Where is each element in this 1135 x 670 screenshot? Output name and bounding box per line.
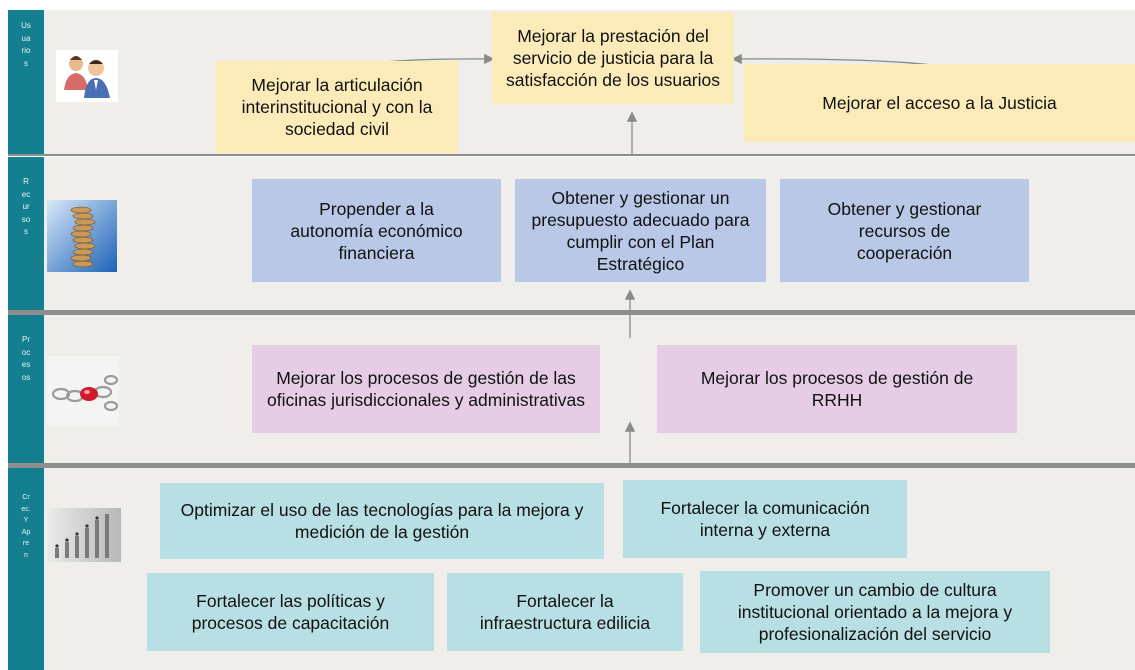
- users-icon: [56, 50, 118, 102]
- objective-crecimiento-1: Optimizar el uso de las tecnologías para…: [160, 483, 604, 559]
- objective-procesos-1: Mejorar los procesos de gestión de las o…: [252, 345, 600, 433]
- sidebar-usuarios: [8, 10, 44, 154]
- sidebar-crecimiento: [8, 468, 44, 670]
- growth-chart-icon: [47, 508, 121, 562]
- perspective-label-procesos: Procesos: [21, 335, 31, 382]
- separator-2: [8, 310, 1135, 315]
- sidebar-procesos: [8, 315, 44, 463]
- gears-icon: [47, 356, 119, 426]
- objective-crecimiento-4: Fortalecer la infraestructura edilicia: [447, 573, 683, 651]
- objective-recursos-2: Obtener y gestionar un presupuesto adecu…: [515, 179, 766, 282]
- objective-usuarios-right: Mejorar el acceso a la Justicia: [744, 64, 1135, 142]
- perspective-label-usuarios: Usuarios: [21, 21, 31, 68]
- objective-recursos-1: Propender a la autonomía económico finan…: [252, 179, 501, 282]
- coin-stack-icon: [47, 200, 117, 272]
- objective-crecimiento-3: Fortalecer las políticas y procesos de c…: [147, 573, 434, 651]
- separator-1: [8, 154, 1135, 156]
- objective-recursos-3: Obtener y gestionar recursos de cooperac…: [780, 179, 1029, 282]
- objective-crecimiento-2: Fortalecer la comunicación interna y ext…: [623, 480, 907, 558]
- sidebar-recursos: [8, 157, 44, 310]
- objective-usuarios-left: Mejorar la articulación interinstitucion…: [216, 61, 458, 153]
- separator-3: [8, 463, 1135, 468]
- objective-procesos-2: Mejorar los procesos de gestión de RRHH: [657, 345, 1017, 433]
- perspective-label-recursos: Recursos: [21, 177, 31, 236]
- perspective-label-crecimiento: Crec. Y Apren: [21, 494, 31, 559]
- objective-usuarios-center: Mejorar la prestación del servicio de ju…: [492, 12, 734, 104]
- objective-crecimiento-5: Promover un cambio de cultura institucio…: [700, 571, 1050, 653]
